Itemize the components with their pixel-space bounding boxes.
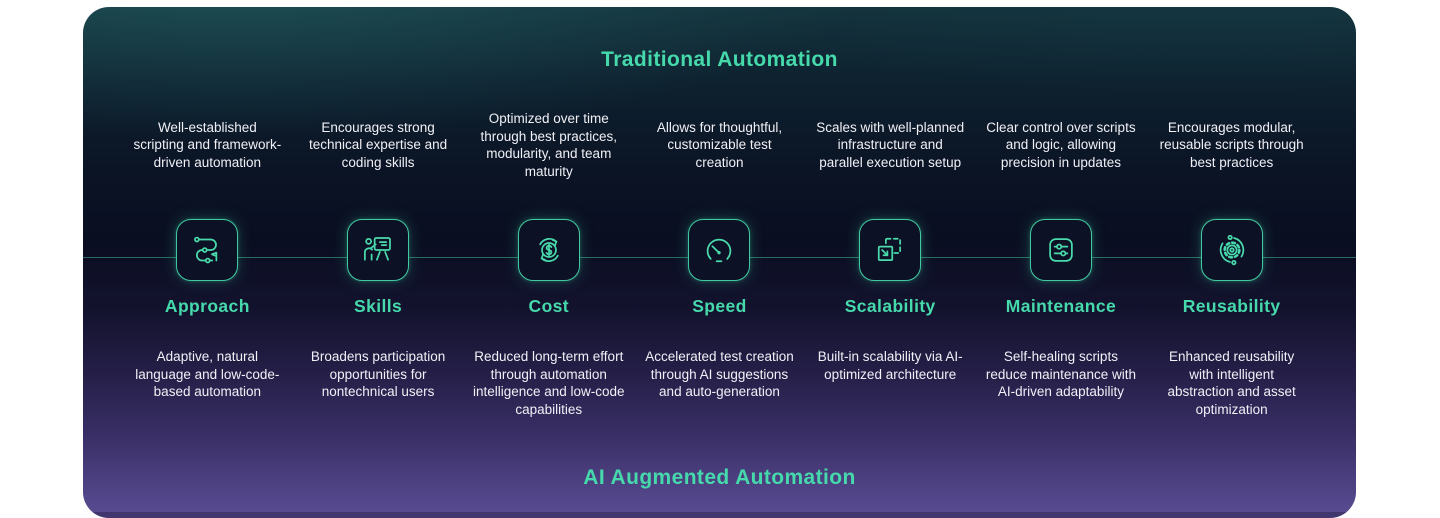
traditional-automation-title: Traditional Automation (601, 48, 838, 71)
scalability-icon-box (859, 219, 922, 281)
route-flag-icon (194, 236, 218, 264)
traditional-desc-scalability: Scales with well-planned infrastructure … (816, 119, 965, 170)
category-label-approach: Approach (164, 296, 250, 316)
comparison-card: Traditional Automation Well-established … (83, 7, 1356, 518)
ai-desc-reusability: Enhanced reusability with intelligent ab… (1167, 349, 1296, 417)
column-reusability: Encourages modular, reusable scripts thr… (1146, 7, 1317, 518)
ai-desc-maintenance: Self-healing scripts reduce maintenance … (985, 349, 1136, 399)
column-maintenance: Clear control over scripts and logic, al… (976, 7, 1147, 518)
traditional-desc-approach: Well-established scripting and framework… (133, 119, 282, 170)
dollar-cycle-icon (539, 237, 559, 263)
presenter-board-icon (364, 237, 391, 261)
skills-icon-box (347, 219, 410, 281)
traditional-desc-maintenance: Clear control over scripts and logic, al… (986, 119, 1136, 170)
category-label-speed: Speed (692, 296, 747, 316)
cost-icon-box (517, 219, 580, 281)
category-label-maintenance: Maintenance (1005, 296, 1117, 316)
column-scalability: Scales with well-planned infrastructure … (805, 7, 976, 518)
category-columns: Well-established scripting and framework… (122, 7, 1317, 518)
traditional-desc-speed: Allows for thoughtful, customizable test… (656, 119, 783, 170)
traditional-desc-skills: Encourages strong technical expertise an… (309, 119, 448, 170)
ai-desc-speed: Accelerated test creation through AI sug… (645, 349, 794, 399)
column-speed: Allows for thoughtful, customizable test… (634, 7, 805, 518)
category-label-scalability: Scalability (844, 296, 936, 316)
reusability-icon-box (1200, 219, 1263, 281)
column-cost: Optimized over time through best practic… (463, 7, 634, 518)
column-approach: Well-established scripting and framework… (122, 7, 293, 518)
traditional-desc-reusability: Encourages modular, reusable scripts thr… (1159, 119, 1304, 170)
approach-icon-box (176, 219, 239, 281)
ai-desc-scalability: Built-in scalability via AI-optimized ar… (817, 349, 963, 382)
column-skills: Encourages strong technical expertise an… (293, 7, 464, 518)
category-label-reusability: Reusability (1182, 296, 1281, 316)
ai-desc-approach: Adaptive, natural language and low-code-… (135, 349, 280, 399)
maintenance-icon-box (1029, 219, 1092, 281)
speed-icon-box (688, 219, 751, 281)
gear-cycle-icon (1219, 234, 1244, 266)
ai-desc-skills: Broadens participation opportunities for… (310, 349, 446, 399)
ai-desc-cost: Reduced long-term effort through automat… (472, 349, 625, 417)
sliders-icon (1049, 238, 1073, 262)
expand-square-icon (878, 237, 902, 261)
ai-augmented-automation-title: AI Augmented Automation (583, 466, 856, 489)
category-label-skills: Skills (354, 296, 403, 316)
speedometer-icon (707, 238, 732, 263)
traditional-desc-cost: Optimized over time through best practic… (480, 111, 618, 179)
category-label-cost: Cost (528, 296, 570, 316)
